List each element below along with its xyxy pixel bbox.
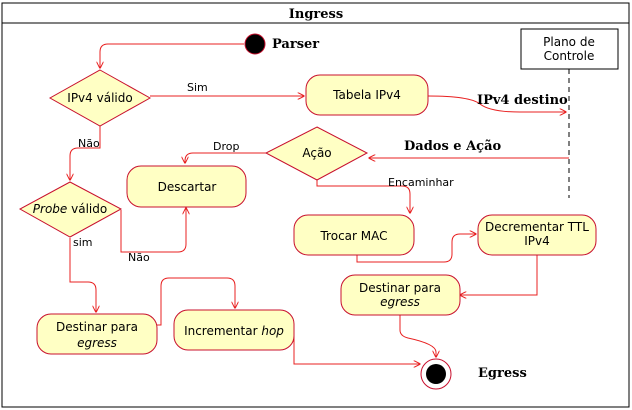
action-dest-egress-left-line2: egress: [77, 336, 117, 350]
decision-action: [264, 126, 369, 181]
action-increment-hop: [173, 309, 295, 351]
decision-action-label: Ação: [302, 146, 331, 160]
action-dest-egress-left-line1: Destinar para: [56, 320, 138, 334]
action-swap-mac: [293, 214, 415, 256]
decision-probe-valid: [18, 181, 123, 238]
diagram-title: Ingress: [289, 7, 343, 22]
edge-label-nao-probe: Não: [128, 251, 150, 264]
end-label: Egress: [478, 366, 527, 381]
action-dest-egress-right-line1: Destinar para: [359, 281, 441, 295]
start-label: Parser: [272, 37, 319, 52]
edge-label-sim-probe: sim: [73, 236, 93, 249]
edges: [69, 43, 569, 364]
edge-parser-to-ipv4-valid: [100, 43, 244, 68]
edge-probe-sim-to-dest-left: [69, 238, 96, 312]
action-decrement-ttl-line2: IPv4: [524, 234, 550, 248]
action-ipv4-table: [305, 74, 429, 116]
edge-action-drop-to-discard: [185, 152, 266, 163]
edge-dest-right-to-egress: [399, 315, 436, 357]
edge-decrement-to-dest-right: [460, 255, 538, 295]
control-plane-label-line2: Controle: [544, 49, 595, 63]
action-increment-hop-label: Incrementar hop: [184, 324, 284, 338]
decision-ipv4-valid: [48, 69, 152, 127]
action-discard: [126, 165, 247, 208]
action-decrement-ttl-line1: Decrementar TTL: [485, 220, 589, 234]
edge-increment-to-egress: [293, 330, 420, 364]
edge-nao-to-probe: [70, 125, 101, 180]
action-dest-egress-right-line2: egress: [380, 295, 420, 309]
edge-action-forward-to-swap-mac: [316, 180, 410, 213]
action-ipv4-table-label: Tabela IPv4: [332, 88, 401, 102]
edge-swap-mac-to-decrement: [356, 234, 476, 263]
action-dest-egress-left: [36, 313, 158, 355]
edge-probe-nao-to-discard: [120, 208, 186, 253]
action-decrement-ttl: [477, 214, 597, 256]
action-swap-mac-label: Trocar MAC: [319, 229, 387, 243]
edge-label-encaminhar: Encaminhar: [388, 176, 454, 189]
control-plane-box: [520, 28, 619, 70]
edge-label-drop: Drop: [213, 140, 239, 153]
annotation-dados-acao: Dados e Ação: [404, 139, 502, 154]
annotation-ipv4-destino: IPv4 destino: [477, 93, 568, 108]
action-dest-egress-right: [340, 274, 461, 316]
control-plane-label-line1: Plano de: [543, 35, 595, 49]
decision-probe-valid-label: Probe válido: [33, 202, 107, 216]
start-node: [244, 33, 266, 55]
action-discard-label: Descartar: [158, 180, 217, 194]
edge-dest-left-to-increment: [157, 277, 235, 326]
edge-label-sim-top: Sim: [187, 81, 208, 94]
edge-table-to-control-plane: [427, 95, 566, 112]
end-node-inner: [426, 364, 446, 384]
decision-ipv4-valid-label: IPv4 válido: [67, 91, 132, 105]
edge-label-nao-top: Não: [78, 137, 100, 150]
